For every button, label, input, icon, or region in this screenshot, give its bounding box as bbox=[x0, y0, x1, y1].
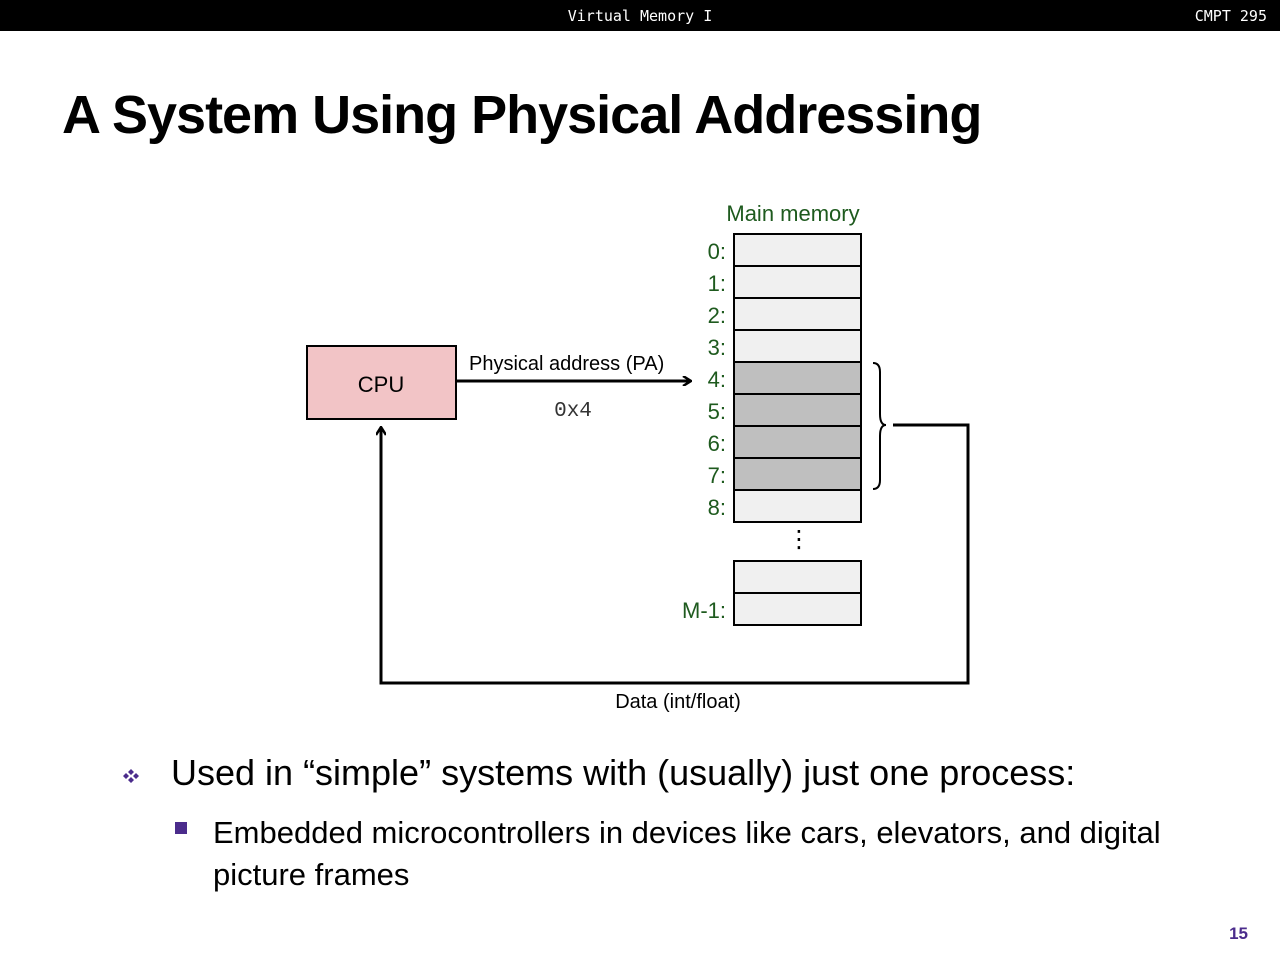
main-memory-title: Main memory bbox=[726, 201, 859, 226]
memory-row-cell bbox=[733, 489, 862, 523]
header-bar: Virtual Memory I CMPT 295 bbox=[0, 0, 1280, 31]
memory-row-address-label: 0: bbox=[708, 239, 726, 264]
curly-brace bbox=[872, 362, 887, 490]
memory-row-address-label: 3: bbox=[708, 335, 726, 360]
memory-ellipsis: ⋮ bbox=[787, 525, 811, 553]
memory-row-address-label: 5: bbox=[708, 399, 726, 424]
physical-address-value: 0x4 bbox=[554, 400, 592, 423]
memory-row-cell bbox=[733, 393, 862, 427]
memory-row-cell bbox=[733, 297, 862, 331]
memory-row-address-label: 1: bbox=[708, 271, 726, 296]
data-return-path bbox=[381, 423, 970, 685]
slide-title: A System Using Physical Addressing bbox=[62, 85, 982, 145]
lecture-title: Virtual Memory I bbox=[567, 7, 713, 25]
memory-tail-row-cell bbox=[733, 560, 862, 594]
memory-cells: 0: 1: 2: 3: 4: 5: 6: 7: 8: M-1: bbox=[682, 233, 862, 626]
physical-address-label: Physical address (PA) bbox=[469, 353, 664, 375]
memory-row-cell bbox=[733, 425, 862, 459]
memory-row-cell bbox=[733, 265, 862, 299]
memory-row-cell bbox=[733, 329, 862, 363]
memory-tail-row-cell bbox=[733, 592, 862, 626]
course-code: CMPT 295 bbox=[1194, 7, 1267, 25]
page-number: 15 bbox=[1229, 924, 1248, 943]
memory-tail-row-address-label: M-1: bbox=[682, 598, 726, 623]
memory-row-cell bbox=[733, 361, 862, 395]
memory-row-address-label: 8: bbox=[708, 495, 726, 520]
memory-row-address-label: 4: bbox=[708, 367, 726, 392]
cpu-box bbox=[306, 345, 457, 420]
bullet-text: Used in “simple” systems with (usually) … bbox=[171, 752, 1076, 793]
diamond-bullet-icon bbox=[123, 769, 139, 783]
square-bullet-icon bbox=[175, 822, 187, 834]
memory-row-address-label: 7: bbox=[708, 463, 726, 488]
memory-row-address-label: 2: bbox=[708, 303, 726, 328]
data-label: Data (int/float) bbox=[615, 691, 741, 713]
sub-bullet-text: Embedded microcontrollers in devices lik… bbox=[213, 815, 1161, 892]
memory-row-cell bbox=[733, 233, 862, 267]
memory-row-address-label: 6: bbox=[708, 431, 726, 456]
memory-row-cell bbox=[733, 457, 862, 491]
cpu-label: CPU bbox=[358, 372, 404, 397]
